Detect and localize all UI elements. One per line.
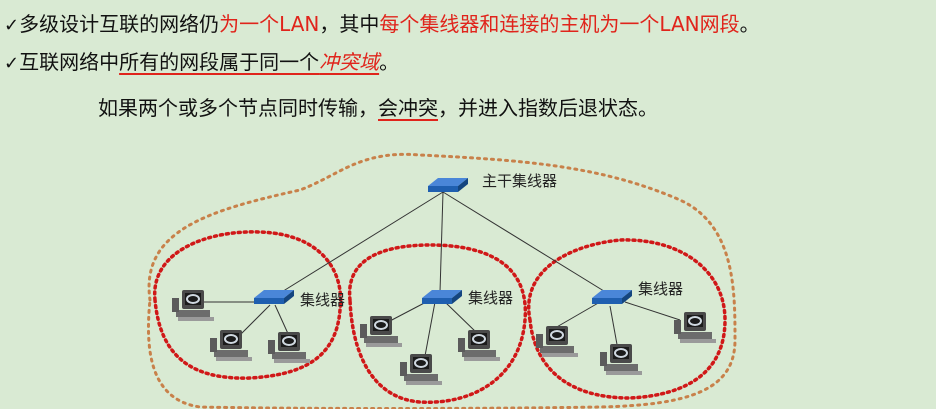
computer-icon (209, 329, 253, 362)
hub-icon-middle (422, 290, 462, 304)
hub-label-right: 集线器 (638, 280, 683, 298)
hub-label-left: 集线器 (300, 291, 345, 309)
line2-text-b: 所有的网段属于同一个 (119, 50, 320, 74)
line1-text-c: ，其中 (319, 12, 380, 36)
backbone-hub-label: 主干集线器 (482, 172, 557, 190)
bullet-line-1: ✓多级设计互联的网络仍为一个LAN，其中每个集线器和连接的主机为一个LAN网段。 (4, 8, 760, 37)
check-icon: ✓ (4, 15, 20, 36)
line1-text-b: 为一个LAN (219, 12, 320, 36)
line3-text-c: ，并进入指数后退状态。 (438, 96, 658, 120)
line3-text-b: 会冲突 (378, 96, 438, 120)
computer-icon (535, 325, 579, 358)
backbone-hub-icon (428, 178, 468, 192)
outer-collision-domain-outline (147, 152, 737, 409)
computer-icon (359, 315, 403, 348)
indented-line-3: 如果两个或多个节点同时传输，会冲突，并进入指数后退状态。 (98, 92, 658, 121)
computer-icon (673, 311, 717, 344)
check-icon: ✓ (4, 53, 20, 74)
bullet-line-2: ✓互联网络中所有的网段属于同一个冲突域。 (4, 46, 399, 75)
computer-icon (599, 343, 643, 376)
line1-text-e: 。 (739, 12, 760, 36)
computer-icon (457, 329, 501, 362)
segment-outline-middle (348, 243, 527, 404)
line1-text-a: 多级设计互联的网络仍 (19, 12, 220, 36)
line2-text-a: 互联网络中 (19, 50, 120, 74)
line2-text-d: 。 (379, 50, 400, 74)
line1-text-d: 每个集线器和连接的主机为一个LAN网段 (379, 12, 740, 36)
segment-outline-left (153, 230, 343, 380)
connection-lines (203, 191, 681, 357)
segment-outline-right (526, 238, 727, 400)
hub-label-middle: 集线器 (468, 289, 513, 307)
line3-text-a: 如果两个或多个节点同时传输， (98, 96, 378, 120)
computer-icon (399, 353, 443, 386)
line2-text-c: 冲突域 (319, 50, 380, 74)
hub-icon-left (254, 290, 294, 304)
computer-icon (267, 331, 311, 364)
computer-icon (171, 289, 215, 322)
